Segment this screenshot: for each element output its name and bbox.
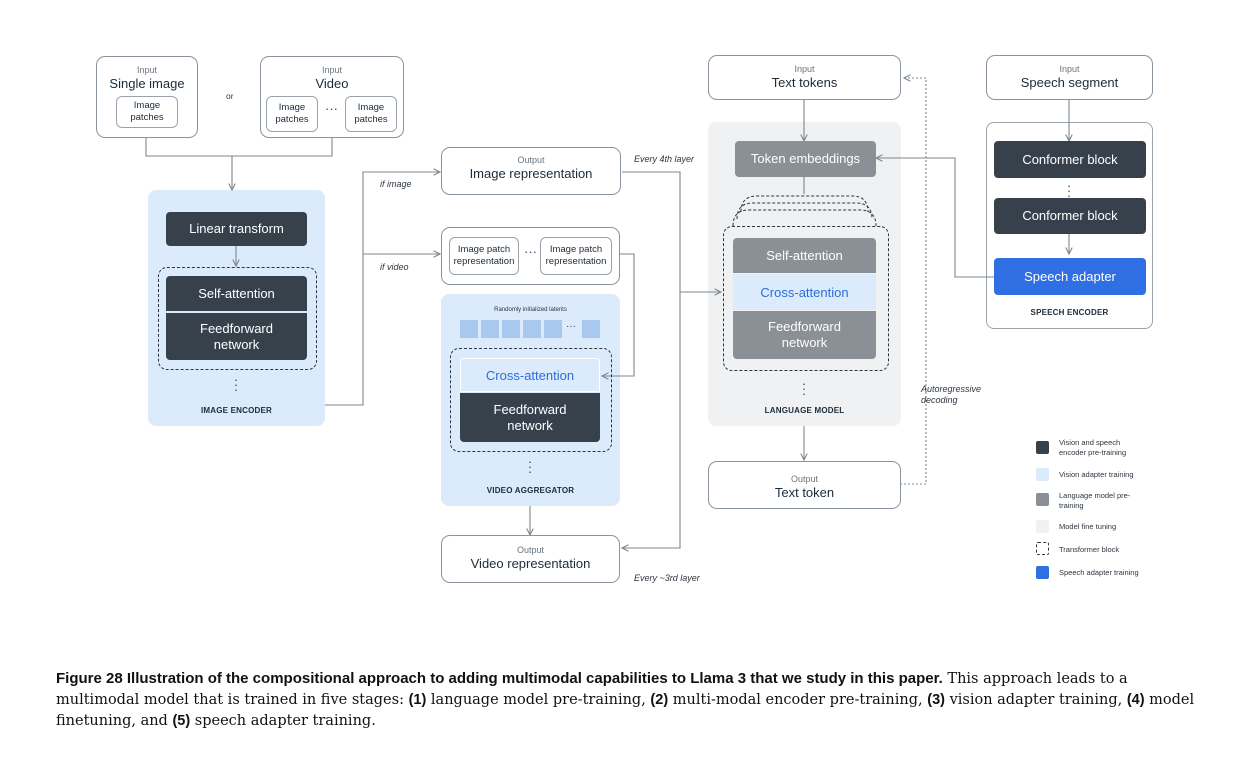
- speech-segment-kind: Input: [1059, 64, 1080, 74]
- legend-label-speech-adapter: Speech adapter training: [1059, 568, 1139, 577]
- video-patches-right: Image patches: [345, 96, 397, 132]
- text-tokens-title: Text tokens: [771, 75, 838, 90]
- video-aggregator-label: VIDEO AGGREGATOR: [486, 486, 575, 495]
- latent-2: [481, 320, 499, 338]
- video-patches-left: Image patches: [266, 96, 318, 132]
- single-image-input-title: Single image: [109, 76, 185, 91]
- legend-swatch-encoder-pretraining: [1036, 441, 1049, 454]
- latent-1: [460, 320, 478, 338]
- caption-stage-5: speech adapter training.: [190, 713, 376, 729]
- legend-swatch-transformer-block: [1036, 542, 1049, 555]
- conformer-block-2: Conformer block: [994, 198, 1146, 234]
- patch-representation-left: Image patch representation: [449, 237, 519, 275]
- video-representation-output: Output Video representation: [441, 535, 620, 583]
- caption-stage-1: language model pre-training,: [426, 692, 651, 708]
- image-representation-output: Output Image representation: [441, 147, 621, 195]
- speech-encoder-label: SPEECH ENCODER: [1030, 308, 1109, 317]
- caption-text: This approach leads to a multimodal mode…: [56, 671, 1128, 708]
- video-aggregator-repeat-dots: ···: [527, 454, 533, 479]
- latent-3: [502, 320, 520, 338]
- video-aggregator-feedforward: Feedforward network: [460, 393, 600, 442]
- video-representation-kind: Output: [516, 545, 545, 555]
- linear-transform-block: Linear transform: [166, 212, 307, 246]
- language-model-repeat-dots: ···: [801, 376, 807, 401]
- figure-caption: Figure 28 Illustration of the compositio…: [56, 668, 1196, 732]
- caption-stage-4: model finetuning, and: [56, 692, 1195, 729]
- patch-representation-right: Image patch representation: [540, 237, 612, 275]
- video-input-title: Video: [315, 76, 349, 91]
- caption-title: Figure 28 Illustration of the compositio…: [56, 670, 943, 687]
- text-token-output: Output Text token: [708, 461, 901, 509]
- image-encoder-self-attention: Self-attention: [166, 276, 307, 311]
- autoregressive-note: Autoregressive decoding: [921, 384, 982, 405]
- single-image-input: Input Single image Image patches: [96, 56, 198, 138]
- latents-ellipsis: ···: [566, 321, 576, 332]
- language-model-label: LANGUAGE MODEL: [764, 406, 845, 415]
- video-aggregator-transformer-block: [450, 348, 612, 452]
- caption-stage-3-number: (3): [927, 692, 945, 708]
- latents-label: Randomly initialized latents: [494, 307, 567, 313]
- caption-stage-2: multi-modal encoder pre-training,: [668, 692, 928, 708]
- image-encoder-transformer-block: [158, 267, 317, 370]
- image-encoder-label: IMAGE ENCODER: [200, 406, 273, 415]
- latent-4: [523, 320, 541, 338]
- video-aggregator-cross-attention: Cross-attention: [460, 358, 600, 392]
- text-tokens-input: Input Text tokens: [708, 55, 901, 100]
- legend-swatch-fine-tuning: [1036, 520, 1049, 533]
- image-representation-kind: Output: [517, 155, 545, 165]
- if-image-note: if image: [380, 179, 412, 189]
- caption-stage-4-number: (4): [1126, 692, 1145, 708]
- latent-last: [582, 320, 600, 338]
- caption-stage-5-number: (5): [172, 713, 191, 729]
- text-tokens-kind: Input: [794, 64, 815, 74]
- caption-stage-2-number: (2): [650, 692, 669, 708]
- legend-label-language-model: Language model pre-training: [1059, 491, 1131, 510]
- language-model-self-attention: Self-attention: [733, 238, 876, 273]
- image-encoder-repeat-dots: ···: [233, 372, 239, 397]
- image-representation-title: Image representation: [469, 166, 593, 181]
- text-token-output-kind: Output: [790, 474, 819, 484]
- every-4th-layer-note: Every 4th layer: [634, 154, 695, 164]
- speech-segment-input: Input Speech segment: [986, 55, 1153, 100]
- every-3rd-layer-note: Every ~3rd layer: [634, 573, 700, 583]
- conformer-block-1: Conformer block: [994, 141, 1146, 178]
- legend-label-fine-tuning: Model fine tuning: [1059, 522, 1117, 531]
- legend-label-vision-adapter: Vision adapter training: [1059, 470, 1134, 479]
- caption-stage-3: vision adapter training,: [944, 692, 1127, 708]
- video-input-kind: Input: [321, 65, 343, 75]
- if-video-note: if video: [380, 262, 409, 272]
- speech-segment-title: Speech segment: [1020, 75, 1119, 90]
- caption-stage-1-number: (1): [408, 692, 427, 708]
- video-patches-ellipsis: ···: [325, 101, 338, 116]
- token-embeddings-block: Token embeddings: [735, 141, 876, 177]
- legend-label-encoder-pretraining: Vision and speech encoder pre-training: [1059, 438, 1127, 457]
- patch-representation-ellipsis: ···: [524, 244, 537, 259]
- text-token-output-title: Text token: [774, 485, 835, 500]
- legend-swatch-vision-adapter: [1036, 468, 1049, 481]
- single-image-input-kind: Input: [136, 65, 158, 75]
- patch-representation-group: Image patch representation ··· Image pat…: [441, 227, 620, 285]
- latent-5: [544, 320, 562, 338]
- legend-swatch-speech-adapter: [1036, 566, 1049, 579]
- speech-encoder-repeat-dots: ···: [1066, 178, 1072, 203]
- legend-swatch-language-model: [1036, 493, 1049, 506]
- language-model-cross-attention: Cross-attention: [733, 274, 876, 310]
- legend-label-transformer-block: Transformer block: [1059, 545, 1120, 554]
- language-model-feedforward: Feedforward network: [733, 311, 876, 359]
- video-representation-title: Video representation: [470, 556, 591, 571]
- or-label: or: [226, 91, 234, 101]
- video-input: Input Video Image patches ··· Image patc…: [260, 56, 404, 138]
- image-encoder-feedforward: Feedforward network: [166, 313, 307, 360]
- speech-adapter-block: Speech adapter: [994, 258, 1146, 295]
- single-image-patches: Image patches: [116, 96, 178, 128]
